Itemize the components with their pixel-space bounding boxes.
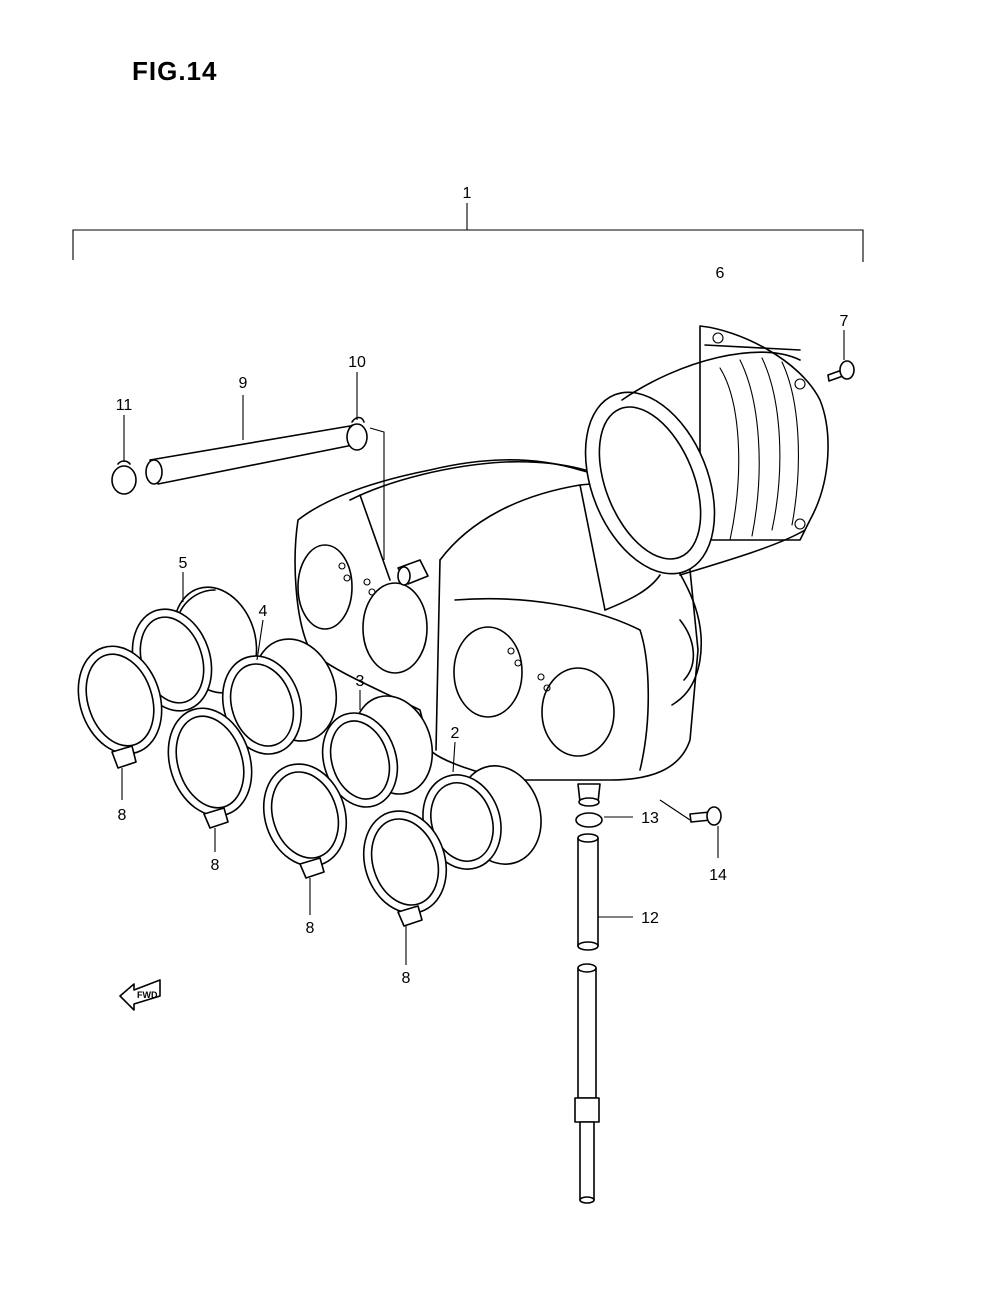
air-cleaner-housing — [294, 459, 703, 807]
callout-14: 14 — [709, 867, 727, 884]
part-13-clamp — [575, 812, 633, 828]
figure-title: FIG.14 — [132, 56, 218, 86]
callout-9: 9 — [239, 375, 248, 392]
callout-7: 7 — [840, 313, 849, 330]
part-10-clamp — [346, 372, 385, 560]
callout-6: 6 — [716, 265, 725, 282]
part-14-screw — [659, 799, 722, 858]
part-7-screw — [827, 330, 855, 382]
callout-2: 2 — [451, 725, 460, 742]
drain-plug — [574, 963, 600, 1204]
callout-5: 5 — [179, 555, 188, 572]
part-4-outlet-tube — [221, 619, 338, 755]
callout-3: 3 — [356, 673, 365, 690]
part-8-clamp-4 — [362, 810, 448, 965]
fwd-label: FWD — [137, 990, 158, 1000]
fwd-arrow-icon: FWD — [119, 979, 161, 1011]
callout-8-a: 8 — [118, 807, 127, 824]
callout-13: 13 — [641, 810, 659, 827]
callout-8-c: 8 — [306, 920, 315, 937]
part-9-breather-hose — [145, 395, 359, 485]
part-11-clamp — [111, 415, 137, 495]
part-8-clamp-2 — [167, 707, 253, 852]
part-12-drain-hose — [577, 833, 633, 951]
callout-8-b: 8 — [211, 857, 220, 874]
callout-4: 4 — [259, 603, 268, 620]
air-cleaner-element — [584, 325, 829, 576]
part-8-clamp-1 — [77, 645, 163, 800]
callout-10: 10 — [348, 354, 366, 371]
part-8-clamp-3 — [262, 763, 348, 915]
callout-8-d: 8 — [402, 970, 411, 987]
part-2-outlet-tube — [422, 741, 542, 870]
callout-11: 11 — [116, 397, 133, 414]
callout-1: 1 — [463, 185, 472, 202]
assembly-bracket — [72, 203, 864, 262]
part-3-outlet-tube — [321, 690, 434, 808]
callout-12: 12 — [641, 910, 659, 927]
